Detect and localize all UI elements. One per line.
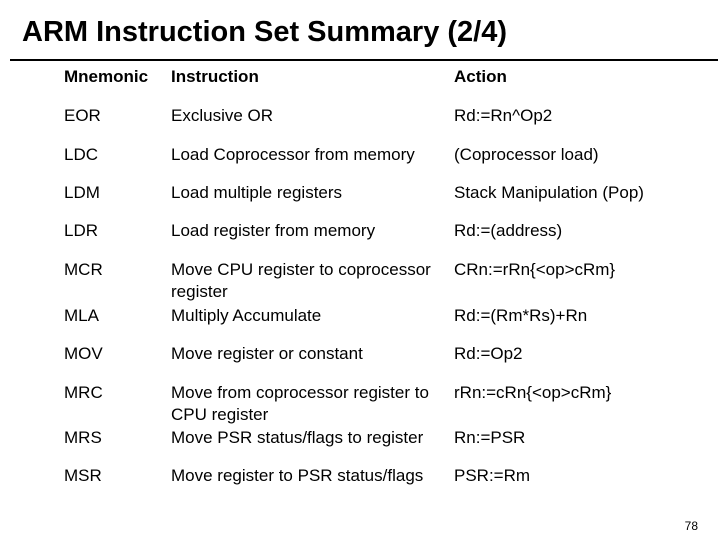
cell-instruction: Load Coprocessor from memory [171, 145, 415, 164]
cell-instruction: Exclusive OR [171, 106, 274, 125]
cell-mnemonic: MSR [64, 466, 102, 485]
cell-instruction: Move register or constant [171, 344, 363, 363]
cell-action: PSR:=Rm [454, 466, 531, 485]
cell-action: CRn:=rRn{<op>cRm} [454, 260, 616, 279]
header-mnemonic: Mnemonic [64, 67, 149, 86]
cell-instruction: Move CPU register to coprocessor registe… [171, 260, 431, 301]
cell-action: rRn:=cRn{<op>cRm} [454, 383, 612, 402]
cell-action: Rd:=(address) [454, 221, 563, 240]
cell-mnemonic: MRC [64, 383, 103, 402]
cell-mnemonic: MCR [64, 260, 103, 279]
cell-instruction: Multiply Accumulate [171, 306, 322, 325]
slide-title: ARM Instruction Set Summary (2/4) [22, 16, 508, 48]
cell-instruction: Move PSR status/flags to register [171, 428, 424, 447]
header-action: Action [454, 67, 507, 86]
cell-mnemonic: MLA [64, 306, 99, 325]
cell-action: Rd:=Rn^Op2 [454, 106, 553, 125]
cell-mnemonic: LDR [64, 221, 99, 240]
cell-instruction: Load register from memory [171, 221, 376, 240]
cell-mnemonic: LDM [64, 183, 100, 202]
cell-mnemonic: MOV [64, 344, 103, 363]
cell-mnemonic: MRS [64, 428, 102, 447]
cell-instruction: Move register to PSR status/flags [171, 466, 424, 485]
cell-action: Rd:=(Rm*Rs)+Rn [454, 306, 588, 325]
page-number: 78 [684, 519, 698, 533]
cell-instruction: Load multiple registers [171, 183, 343, 202]
cell-instruction: Move from coprocessor register to CPU re… [171, 383, 429, 424]
title-divider [10, 59, 718, 61]
cell-mnemonic: LDC [64, 145, 99, 164]
cell-action: Rd:=Op2 [454, 344, 523, 363]
cell-action: Stack Manipulation (Pop) [454, 183, 644, 202]
header-instruction: Instruction [171, 67, 259, 86]
cell-action: Rn:=PSR [454, 428, 526, 447]
cell-mnemonic: EOR [64, 106, 101, 125]
cell-action: (Coprocessor load) [454, 145, 599, 164]
